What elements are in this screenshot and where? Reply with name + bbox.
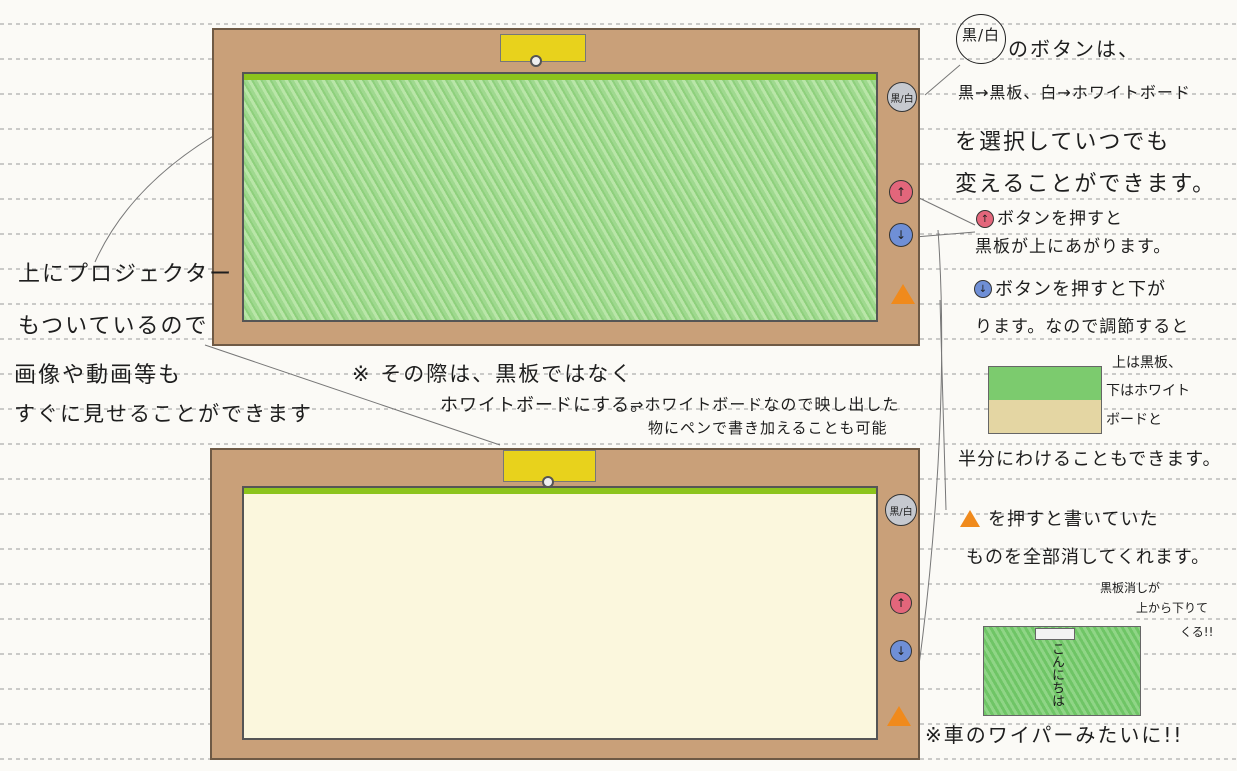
middle-note-line-2: ホワイトボードにする。: [440, 395, 650, 416]
projector-note-line-3: 画像や動画等も: [14, 363, 183, 388]
bw-label-circle: [956, 14, 1006, 64]
bottom-board-tray: [244, 488, 876, 494]
erase-note-line-1: を押すと書いていた: [988, 509, 1159, 530]
bottom-down-button[interactable]: ↓: [890, 640, 912, 662]
down-arrow-icon: ↓: [895, 644, 907, 658]
top-board-tray: [244, 74, 876, 80]
down-note-line-1: ボタンを押すと下が: [995, 279, 1166, 300]
bottom-up-button[interactable]: ↑: [890, 592, 912, 614]
erase-note-triangle-icon: [960, 510, 980, 527]
split-note-line-1: 上は黒板、: [1112, 355, 1182, 371]
up-note-line-2: 黒板が上にあがります。: [975, 237, 1172, 257]
eraser-board-text: こんにちは: [1048, 642, 1064, 707]
down-note-line-2: ります。なので調節すると: [975, 317, 1190, 337]
up-arrow-icon: ↑: [895, 185, 907, 199]
eraser-note-line-3: くる!!: [1180, 625, 1214, 639]
wiper-note: ※車のワイパーみたいに!!: [925, 723, 1184, 747]
projector-note-line-1: 上にプロジェクター: [18, 262, 234, 287]
bw-note-line-1: のボタンは、: [1008, 37, 1140, 61]
middle-note-line-1: ※ その際は、黒板ではなく: [352, 362, 634, 386]
down-note-icon: ↓: [974, 280, 992, 298]
split-mini-board: [988, 366, 1102, 434]
bottom-erase-triangle-icon[interactable]: [887, 706, 911, 726]
bottom-bw-button[interactable]: 黒/白: [885, 494, 917, 526]
down-arrow-icon: ↓: [895, 228, 907, 242]
eraser-block-icon: [1035, 628, 1075, 640]
middle-note-line-3: ⇒ホワイトボードなので映し出した: [630, 395, 900, 414]
bw-note-label: 黒/白: [962, 26, 1001, 44]
bw-note-line-4: 変えることができます。: [955, 172, 1217, 197]
eraser-mini-board: [983, 626, 1141, 716]
bw-note-line-2: 黒→黒板、白→ホワイトボード: [958, 83, 1191, 102]
up-arrow-icon: ↑: [895, 596, 907, 610]
top-erase-triangle-icon[interactable]: [891, 284, 915, 304]
split-note-line-4: 半分にわけることもできます。: [958, 449, 1222, 470]
split-note-line-2: 下はホワイト: [1106, 383, 1190, 399]
top-bw-button[interactable]: 黒/白: [887, 82, 917, 112]
erase-note-line-2: ものを全部消してくれます。: [966, 547, 1211, 568]
top-projector: [500, 34, 586, 62]
bw-note-line-3: を選択していつでも: [955, 130, 1171, 155]
eraser-note-line-2: 上から下りて: [1136, 601, 1209, 615]
middle-note-line-4: 物にペンで書き加えることも可能: [648, 419, 888, 437]
eraser-note-line-1: 黒板消しが: [1100, 581, 1161, 595]
top-down-button[interactable]: ↓: [889, 223, 913, 247]
up-note-line-1: ボタンを押すと: [997, 209, 1123, 229]
split-note-line-3: ボードと: [1106, 412, 1162, 428]
projector-note-line-2: もついているので: [18, 314, 209, 339]
top-projector-lens: [530, 55, 542, 67]
bottom-white-board: [242, 486, 878, 740]
top-up-button[interactable]: ↑: [889, 180, 913, 204]
up-note-icon: ↑: [976, 210, 994, 228]
top-green-board: [242, 72, 878, 322]
projector-note-line-4: すぐに見せることができます: [14, 402, 313, 426]
